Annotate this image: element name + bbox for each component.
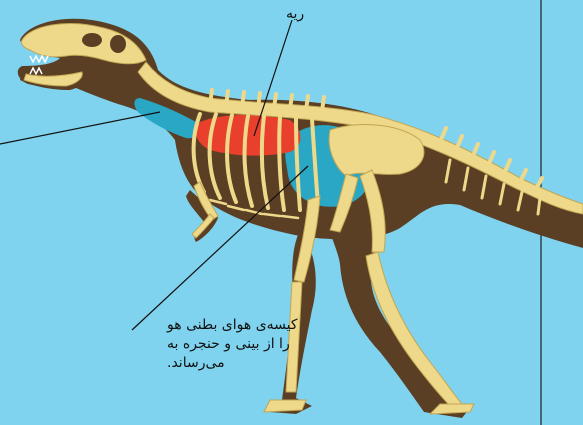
air-sac-label-line-1: کیسه‌ی هوای بطنی هو: [167, 316, 583, 335]
neck-leader-line: [0, 112, 160, 144]
lung-label: ریه: [286, 5, 304, 24]
air-sac-label-line-3: می‌رساند.: [167, 354, 583, 373]
air-sac-label-line-2: را از بینی و حنجره به: [167, 335, 583, 354]
air-sac-label: کیسه‌ی هوای بطنی هو را از بینی و حنجره ب…: [137, 316, 583, 373]
